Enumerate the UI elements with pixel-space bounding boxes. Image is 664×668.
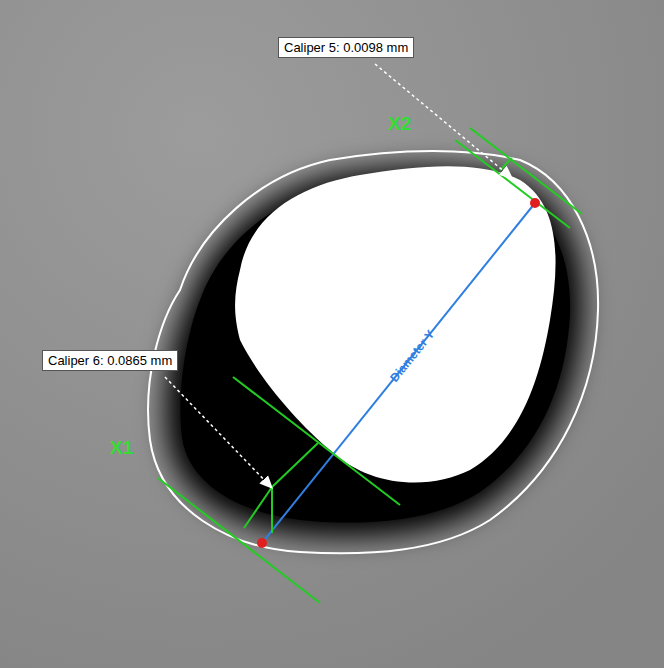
diameter-line [262,203,535,543]
caliper-line [244,487,272,528]
outer-outline [148,151,598,553]
leader-line [375,64,512,178]
caliper-value: Caliper 6: 0.0865 mm [48,353,172,368]
callout-label: X2 [388,113,411,135]
leader-line [165,377,272,488]
caliper-line [272,443,318,487]
caliper-line [470,128,582,214]
caliper-line [158,478,320,603]
caliper-line [455,140,570,228]
caliper-box: Caliper 6: 0.0865 mm [42,350,178,371]
measure-point [257,538,267,548]
callout-label: X1 [110,437,133,459]
caliper-line [271,487,273,533]
fiber-core [235,166,555,482]
caliper-value: Caliper 5: 0.0098 mm [284,40,408,55]
caliper-line [500,158,512,170]
measure-point [530,198,540,208]
caliper-box: Caliper 5: 0.0098 mm [278,37,414,58]
caliper-line [233,377,400,505]
